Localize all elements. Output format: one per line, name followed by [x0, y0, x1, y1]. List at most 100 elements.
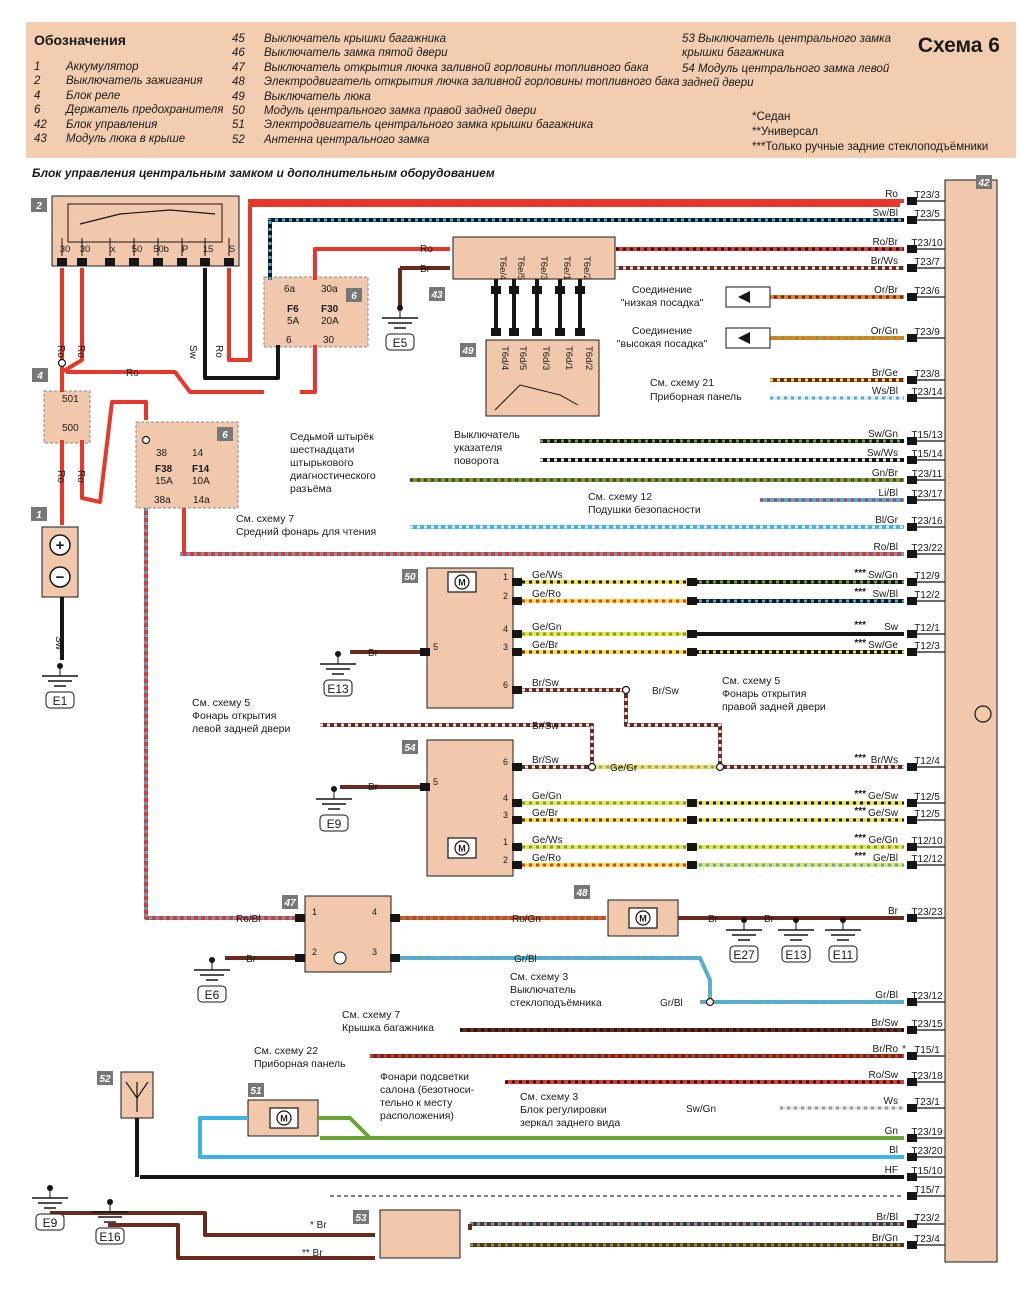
- junction-node: [141, 435, 151, 445]
- ignition-switch-contacts: [67, 203, 223, 243]
- reference-note: См. схему 3: [520, 1091, 578, 1103]
- lamp-icon: [333, 951, 347, 965]
- terminal-connector: [907, 1052, 917, 1060]
- wire-label: Sw: [53, 636, 64, 651]
- ground-label-box: [319, 814, 349, 832]
- wire-label: Bl/Gr: [875, 515, 898, 526]
- inline-connector: [687, 630, 697, 638]
- door-module-pin: 2: [503, 855, 508, 865]
- connection-label: Соединение: [632, 284, 692, 296]
- ground-label: E5: [393, 336, 408, 350]
- wire-label: Ws/Bl: [872, 386, 898, 397]
- wire-label: Br: [246, 954, 257, 965]
- door-module-pin: 6: [503, 757, 508, 767]
- reference-note: поворота: [454, 455, 499, 467]
- terminal-T12-5: T12/5: [914, 809, 940, 820]
- reference-note: Седьмой штырёк: [290, 431, 374, 443]
- fuel-flap-motor-coil: [635, 910, 651, 926]
- sunroof-connector: [509, 286, 519, 294]
- terminal-T15-1: T15/1: [914, 1045, 940, 1056]
- wire-label: Ro: [75, 470, 86, 483]
- ground-label-box: [197, 985, 227, 1003]
- sunroof-pin-label: T6e/4: [497, 256, 508, 280]
- legend-note-manual-windows: ***Только ручные задние стеклоподъёмники: [752, 141, 989, 153]
- wire-label: Ge/Sw: [868, 791, 899, 802]
- reference-note: салона (безотноси-: [380, 1084, 475, 1096]
- battery-plus-icon: [49, 534, 71, 556]
- door-module-connector: [512, 816, 522, 824]
- terminal-connector: [907, 437, 917, 445]
- fuse-holder-6-upper: [263, 276, 369, 348]
- terminal-T12-4: T12/4: [914, 756, 940, 767]
- wire-label: Br/Bl: [876, 1212, 898, 1223]
- fuse-holder-6-lower-number: 6: [222, 430, 228, 441]
- sunroof-connector: [509, 328, 519, 336]
- transistor-icon: [974, 705, 992, 723]
- fuel-switch-connector: [295, 914, 305, 922]
- wire-label: Br/Sw: [871, 1018, 898, 1029]
- ignition-pin-label: S: [229, 244, 235, 255]
- component-boxes: [31, 175, 998, 1263]
- relay-pin-501: 501: [62, 394, 79, 405]
- wire-label: Sw/Bl: [872, 589, 898, 600]
- sunroof-switch-pin-label: T6d/2: [583, 346, 594, 370]
- door-module-connector: [512, 686, 522, 694]
- relay-block-4: [43, 390, 91, 444]
- terminal-connector: [907, 1173, 917, 1181]
- rear-left-door-module-54-tag: [402, 740, 418, 754]
- wire-label: Or/Br: [874, 285, 899, 296]
- terminal-connector: [907, 1104, 917, 1112]
- wire-label: Ge/Br: [532, 808, 559, 819]
- wire-ro-relay-fuse: [66, 370, 264, 394]
- terminal-T23-11: T23/11: [912, 469, 943, 480]
- door-module-connector: [420, 648, 430, 656]
- symbols: [32, 197, 992, 1249]
- sunroof-pin-label: T6e/1: [561, 256, 572, 280]
- reference-note: Фонари подсветки: [380, 1071, 469, 1083]
- reference-note: Выключатель: [454, 429, 520, 441]
- door-module-connector: [512, 861, 522, 869]
- ignition-switch-2-number: 2: [35, 201, 42, 212]
- trunk-lock-motor-51-tag: [248, 1083, 264, 1097]
- connector-arrow: [738, 332, 750, 344]
- wire-label: Ro: [55, 470, 66, 483]
- wire-label: Ro/Bl: [236, 914, 260, 925]
- junction-node: [587, 762, 597, 772]
- ground-label-box: [729, 945, 759, 963]
- terminal-connector: [907, 597, 917, 605]
- terminal-T23-1: T23/1: [914, 1097, 940, 1108]
- ignition-switch-2-tag: [31, 198, 47, 212]
- legend-note-wagon: **Универсал: [752, 126, 819, 138]
- trunk-lock-motor-51-number: 51: [250, 1086, 262, 1097]
- sunroof-module-43-tag: [429, 287, 445, 301]
- legend-item-54: 54 Модуль центрального замка левой: [682, 63, 890, 75]
- ground-dot: [57, 663, 63, 669]
- wire-label: Ws: [884, 1096, 898, 1107]
- wire-label: * Br: [310, 1220, 327, 1231]
- ignition-pin-label: 15: [203, 244, 214, 255]
- terminal-connector: [907, 843, 917, 851]
- terminal-T23-7: T23/7: [914, 257, 940, 268]
- legend-item-53: 53 Выключатель центрального замка: [682, 33, 891, 45]
- door-module-pin: 5: [433, 777, 438, 787]
- ignition-connector: [153, 258, 163, 266]
- sunroof-module-43: [452, 236, 616, 280]
- wire-label: Br/Ro: [872, 1044, 898, 1055]
- wire-label: Br/Sw: [532, 755, 559, 766]
- ground-label-box: [35, 1213, 65, 1231]
- door-module-pin: 2: [503, 591, 508, 601]
- sunroof-connector: [555, 286, 565, 294]
- wire-label: Bl: [889, 1145, 898, 1156]
- junction-node: [705, 997, 715, 1007]
- fuse-pin: 14: [192, 448, 204, 459]
- door-module-pin: 4: [503, 624, 508, 634]
- wire-br-sw-left-stripe: [320, 723, 594, 769]
- wire-label: Ge/Ws: [532, 570, 563, 581]
- wires: [50, 199, 904, 1260]
- reference-note: Блок регулировки: [520, 1104, 607, 1116]
- ignition-pin-label: 30: [80, 244, 91, 255]
